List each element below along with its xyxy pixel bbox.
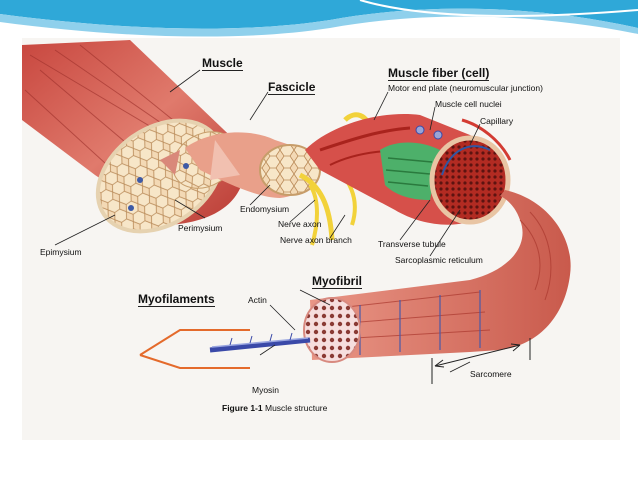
figure-caption: Figure 1-1 Muscle structure	[222, 404, 327, 413]
label-epimysium: Epimysium	[40, 247, 82, 257]
fascicle	[160, 132, 321, 198]
myofilaments	[139, 329, 311, 369]
label-perimysium: Perimysium	[178, 223, 223, 233]
label-nerve-axon: Nerve axon	[278, 219, 322, 229]
label-muscle: Muscle	[202, 56, 243, 71]
caption-number: Figure 1-1	[222, 403, 263, 413]
myofibril	[303, 190, 571, 363]
label-muscle-fiber: Muscle fiber (cell)	[388, 66, 490, 81]
label-endomysium: Endomysium	[240, 204, 290, 214]
leader-lines	[54, 69, 481, 373]
label-capillary: Capillary	[480, 116, 514, 126]
label-sarcomere: Sarcomere	[470, 369, 512, 379]
slide-header-decoration	[0, 0, 638, 40]
label-muscle-cell-nuclei: Muscle cell nuclei	[435, 99, 502, 109]
caption-text: Muscle structure	[265, 403, 328, 413]
label-motor-end-plate: Motor end plate (neuromuscular junction)	[388, 83, 543, 93]
label-nerve-axon-branch: Nerve axon branch	[280, 235, 352, 245]
label-fascicle: Fascicle	[268, 80, 316, 95]
label-myofibril: Myofibril	[312, 274, 362, 289]
label-sarcoplasmic-reticulum: Sarcoplasmic reticulum	[395, 255, 483, 265]
label-myofilaments: Myofilaments	[138, 292, 215, 307]
muscle-fiber	[305, 114, 512, 225]
label-transverse-tubule: Transverse tubule	[378, 239, 446, 249]
label-myosin: Myosin	[252, 385, 279, 395]
sarcomere-indicator	[431, 338, 531, 384]
label-actin: Actin	[248, 295, 267, 305]
